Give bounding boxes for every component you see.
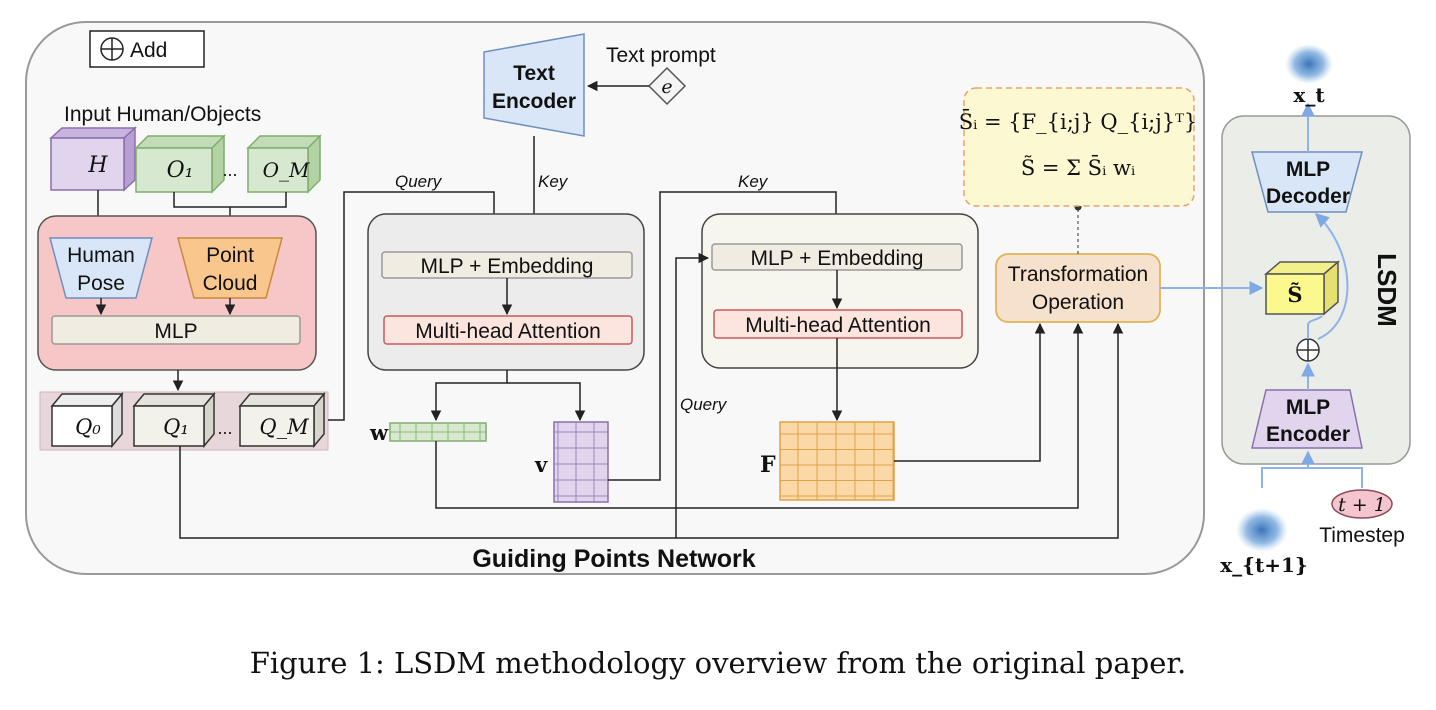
transformation-label-1: Transformation xyxy=(1008,263,1148,286)
query-0-label: Q₀ xyxy=(75,415,101,439)
xt1-label: x_{t+1} xyxy=(1220,553,1308,577)
attn2-query-label: Query xyxy=(680,395,728,414)
xt1-point-cloud xyxy=(1236,508,1288,552)
figure-caption: Figure 1: LSDM methodology overview from… xyxy=(249,646,1187,680)
transformation-label-2: Operation xyxy=(1032,291,1124,314)
attn2-mlp-embedding-label: MLP + Embedding xyxy=(751,247,924,270)
text-encoder: Text Encoder xyxy=(483,33,585,137)
text-prompt-label: Text prompt xyxy=(606,44,716,67)
attn1-mlp-embedding: MLP + Embedding xyxy=(381,251,633,279)
equation-2: S̃ = Σ S̄ᵢ wᵢ xyxy=(1021,155,1135,180)
attn2-mlp-embedding: MLP + Embedding xyxy=(711,243,963,271)
text-prompt-e: e xyxy=(661,76,672,98)
legend-add-label: Add xyxy=(130,39,167,62)
attention-block-1 xyxy=(367,213,645,371)
w-label: w xyxy=(369,420,389,445)
lsdm-title: LSDM xyxy=(1372,253,1402,327)
attn2-multihead-attention: Multi-head Attention xyxy=(713,309,963,339)
equation-1: S̄ᵢ = {F_{i;j} Q_{i;j}ᵀ} xyxy=(959,109,1198,134)
s-tilde-label: S̃ xyxy=(1287,282,1302,307)
network-title: Guiding Points Network xyxy=(472,545,755,573)
attn1-query-label: Query xyxy=(395,172,443,191)
human-cube: H xyxy=(49,126,137,192)
transformation-operation: Transformation Operation xyxy=(995,253,1161,323)
human-pose-encoder: Human Pose xyxy=(49,237,153,299)
query-m-label: Q_M xyxy=(259,415,309,439)
equation-box: S̄ᵢ = {F_{i;j} Q_{i;j}ᵀ} S̃ = Σ S̄ᵢ wᵢ xyxy=(959,87,1198,207)
attn1-multihead-label: Multi-head Attention xyxy=(415,320,601,343)
query-m-cube: Q_M xyxy=(238,391,326,449)
attn1-key-label: Key xyxy=(538,172,569,191)
attention-block-2 xyxy=(701,213,979,369)
attn2-multihead-label: Multi-head Attention xyxy=(745,314,931,337)
query-1-cube: Q₁ xyxy=(132,391,216,449)
human-label: H xyxy=(87,153,108,178)
xt-point-cloud xyxy=(1285,44,1333,84)
attn1-multihead-attention: Multi-head Attention xyxy=(383,315,633,345)
point-cloud-encoder: Point Cloud xyxy=(177,237,283,299)
mlp-label: MLP xyxy=(154,320,197,343)
f-matrix xyxy=(779,421,895,501)
human-pose-label-1: Human xyxy=(67,244,135,267)
object-last-label: O_M xyxy=(263,158,310,182)
object-dots: ... xyxy=(222,160,237,180)
object-first-cube: O₁ xyxy=(134,134,226,194)
text-encoder-label-1: Text xyxy=(513,62,555,85)
attn1-mlp-embedding-label: MLP + Embedding xyxy=(421,255,594,278)
f-label: F xyxy=(760,452,776,478)
text-encoder-label-2: Encoder xyxy=(492,90,576,113)
timestep-token: t + 1 xyxy=(1331,489,1393,519)
query-dots: ... xyxy=(217,418,232,438)
diagram-canvas: Add Input Human/Objects H O₁ ... O_M Hum… xyxy=(25,21,1411,577)
v-label: v xyxy=(534,452,548,477)
xt-label: x_t xyxy=(1293,83,1325,107)
w-vector xyxy=(389,422,487,442)
lsdm-encoder-label-1: MLP xyxy=(1286,396,1330,419)
human-pose-label-2: Pose xyxy=(77,272,125,295)
mlp-box: MLP xyxy=(51,315,301,345)
lsdm-decoder: MLP Decoder xyxy=(1251,151,1363,213)
lsdm-decoder-label-1: MLP xyxy=(1286,158,1330,181)
legend-add: Add xyxy=(89,30,205,68)
query-0-cube: Q₀ xyxy=(50,391,124,449)
s-tilde-cube: S̃ xyxy=(1263,260,1341,316)
v-matrix xyxy=(553,421,609,503)
object-last-cube: O_M xyxy=(246,134,322,194)
timestep-value: t + 1 xyxy=(1338,494,1386,516)
point-cloud-label-2: Cloud xyxy=(203,272,258,295)
input-title: Input Human/Objects xyxy=(64,103,261,126)
timestep-label: Timestep xyxy=(1319,524,1405,547)
lsdm-add-icon xyxy=(1296,338,1320,362)
query-1-label: Q₁ xyxy=(163,415,189,439)
lsdm-encoder-label-2: Encoder xyxy=(1266,423,1350,446)
attn2-key-label: Key xyxy=(738,172,769,191)
object-first-label: O₁ xyxy=(167,158,194,183)
point-cloud-label-1: Point xyxy=(206,244,254,267)
lsdm-encoder: MLP Encoder xyxy=(1251,389,1363,449)
lsdm-decoder-label-2: Decoder xyxy=(1266,185,1350,208)
text-prompt-token: e xyxy=(647,66,687,106)
